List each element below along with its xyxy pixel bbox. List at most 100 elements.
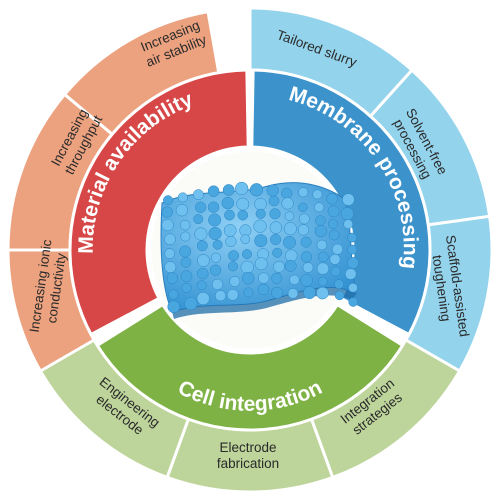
membrane-particle [196, 291, 210, 306]
membrane-particle [316, 262, 330, 275]
membrane-particle [214, 290, 227, 302]
membrane-particle [228, 250, 240, 262]
membrane-particle [166, 272, 179, 284]
membrane-particle [297, 224, 310, 236]
membrane-particle [179, 245, 192, 258]
membrane-particle [283, 222, 297, 236]
membrane-particle [269, 221, 283, 234]
membrane-particle [208, 213, 222, 227]
membrane-particle [271, 286, 283, 299]
membrane-particle [164, 233, 176, 246]
membrane-particle [249, 183, 264, 197]
membrane-particle [303, 286, 316, 300]
membrane-particle [298, 187, 309, 198]
membrane-particle [302, 262, 314, 273]
membrane-particle [222, 184, 235, 196]
membrane-particle [300, 251, 313, 263]
membrane-particle [181, 282, 192, 293]
membrane-particle [298, 213, 310, 225]
segment-label-line: Electrode [219, 440, 276, 455]
membrane-particle [281, 197, 294, 210]
sector-material-availability [68, 68, 250, 337]
membrane-particle [254, 234, 268, 248]
membrane-particle [167, 300, 180, 314]
membrane-particle [207, 185, 220, 197]
membrane-particle [327, 218, 338, 229]
membrane-particle [342, 193, 355, 206]
membrane-particle [314, 202, 325, 213]
membrane-particle [273, 260, 285, 273]
membrane-particle [224, 209, 235, 221]
membrane-particle [331, 243, 344, 255]
inner-ring [68, 68, 432, 432]
membrane-particle [163, 195, 173, 206]
membrane-particle [289, 274, 300, 285]
membrane-particle [180, 257, 192, 268]
membrane-particle [347, 257, 359, 269]
membrane-particle [180, 270, 193, 283]
membrane-particle [240, 234, 251, 245]
membrane-particle [269, 208, 281, 220]
membrane-particle [164, 261, 177, 274]
membrane-particle [211, 278, 224, 291]
membrane-particle [184, 296, 198, 311]
membrane-particle [257, 283, 270, 296]
membrane-particle [223, 224, 237, 237]
membrane-particle [328, 229, 340, 241]
membrane-particle [315, 215, 326, 226]
membrane-particle [330, 266, 341, 277]
membrane-particle [193, 214, 204, 225]
membrane-particle [326, 193, 338, 205]
membrane-particle [194, 201, 207, 213]
membrane-particle [347, 244, 358, 255]
membrane-particle [229, 276, 241, 287]
membrane-particle [300, 274, 313, 287]
membrane-particle [179, 219, 191, 231]
membrane-particle [344, 268, 357, 280]
membrane-particle [196, 240, 208, 252]
membrane-particle [258, 272, 270, 284]
membrane-particle [196, 280, 207, 291]
membrane-particle [207, 201, 220, 213]
membrane-particle [193, 189, 204, 200]
membrane-particle [255, 208, 266, 219]
membrane-particle [254, 257, 268, 271]
membrane-particle [209, 264, 222, 276]
membrane-particle [212, 239, 223, 250]
membrane-particle [241, 271, 255, 285]
membrane-particle [164, 248, 175, 259]
membrane-particle [197, 267, 209, 280]
membrane-particle [254, 197, 267, 211]
membrane-particle [283, 235, 296, 249]
sector-membrane-processing [250, 68, 432, 337]
membrane-particle [334, 290, 345, 301]
membrane-particle [347, 232, 357, 243]
membrane-particle [298, 202, 308, 213]
membrane-particle [270, 233, 282, 246]
membrane-particle [242, 249, 252, 260]
membrane-particle [266, 184, 279, 197]
membrane-particle [197, 254, 210, 267]
membrane-particles [161, 181, 359, 314]
membrane-particle [180, 231, 191, 242]
membrane-particle [314, 224, 328, 238]
membrane-particle [271, 272, 283, 284]
membrane-particle [284, 259, 297, 272]
segment-label-line: fabrication [217, 456, 279, 471]
membrane-particle [281, 187, 293, 199]
membrane-particle [168, 289, 179, 300]
membrane-particle [243, 287, 254, 298]
membrane-image [160, 181, 359, 319]
membrane-particle [327, 205, 340, 218]
membrane-particle [235, 181, 249, 196]
membrane-particle [348, 297, 358, 307]
membrane-particle [237, 209, 249, 221]
membrane-particle [316, 239, 328, 251]
membrane-particle [312, 189, 323, 200]
membrane-particle [226, 288, 239, 301]
membrane-particle [343, 219, 354, 230]
membrane-particle [240, 260, 254, 274]
membrane-particle [318, 276, 328, 287]
membrane-particle [194, 227, 208, 241]
